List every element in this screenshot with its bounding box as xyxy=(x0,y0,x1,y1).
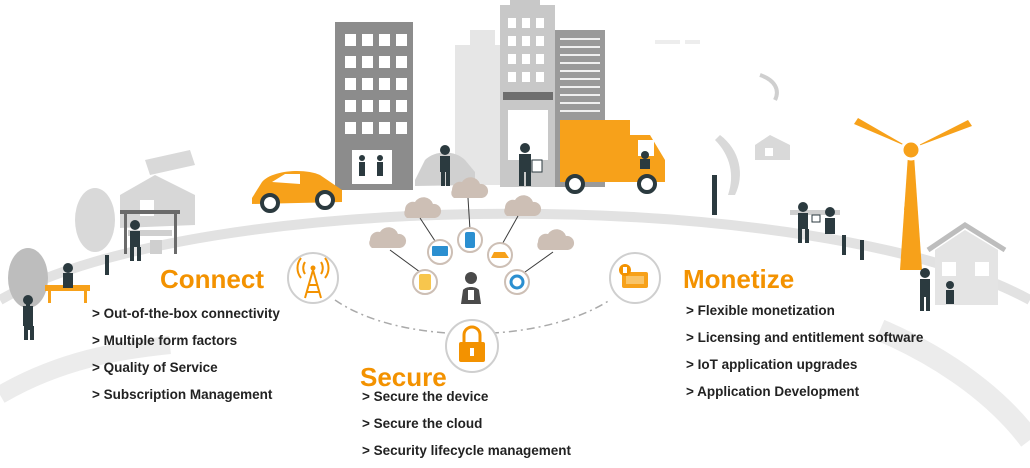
user-icon xyxy=(461,272,481,304)
monetize-heading: Monetize xyxy=(683,264,795,294)
list-item: > Out-of-the-box connectivity xyxy=(92,306,280,321)
house-right xyxy=(920,222,1007,311)
orange-car xyxy=(252,170,342,213)
car-icon xyxy=(487,242,513,268)
smartphone-icon xyxy=(457,227,483,253)
cloud-icon xyxy=(537,229,575,250)
house-left xyxy=(120,150,195,228)
list-item: > Quality of Service xyxy=(92,360,218,375)
list-item: > Security lifecycle management xyxy=(362,443,571,458)
dashed-arc xyxy=(334,299,611,335)
cloud-icon xyxy=(504,195,542,216)
cloud-icon xyxy=(369,227,407,248)
bus-shelter xyxy=(120,210,180,254)
people-left xyxy=(23,220,162,340)
list-item: > Secure the device xyxy=(362,389,489,404)
people-center xyxy=(440,143,650,186)
wind-turbine xyxy=(854,118,972,270)
people-right xyxy=(790,202,864,260)
secure-heading: Secure xyxy=(360,362,447,392)
list-item: > Licensing and entitlement software xyxy=(686,330,924,345)
display-icon xyxy=(427,239,453,265)
cell-tower-icon xyxy=(287,252,339,304)
tree-left xyxy=(8,188,115,330)
cloud-icon xyxy=(451,177,489,198)
list-item: > IoT application upgrades xyxy=(686,357,858,372)
delivery-truck xyxy=(560,120,665,194)
tablet-icon xyxy=(412,269,438,295)
list-item: > Secure the cloud xyxy=(362,416,483,431)
list-item: > Flexible monetization xyxy=(686,303,835,318)
lower-left-curve xyxy=(0,336,171,403)
ground-arc xyxy=(0,213,1030,460)
smartwatch-icon xyxy=(504,269,530,295)
background-skyline-right xyxy=(655,40,700,44)
office-building-left xyxy=(335,22,413,190)
tree-right xyxy=(712,73,779,215)
house-right-small xyxy=(755,135,790,160)
money-icon xyxy=(609,252,661,304)
monetize-list: > Flexible monetization > Licensing and … xyxy=(686,301,923,409)
list-item: > Subscription Management xyxy=(92,387,273,402)
connect-list: > Out-of-the-box connectivity > Multiple… xyxy=(92,304,280,412)
lower-right-curve xyxy=(875,319,1030,447)
secure-list: > Secure the device > Secure the cloud >… xyxy=(362,387,571,468)
cloud-icon xyxy=(404,197,442,218)
connect-heading: Connect xyxy=(160,264,264,294)
list-item: > Multiple form factors xyxy=(92,333,238,348)
list-item: > Application Development xyxy=(686,384,860,399)
padlock-icon xyxy=(445,319,499,373)
